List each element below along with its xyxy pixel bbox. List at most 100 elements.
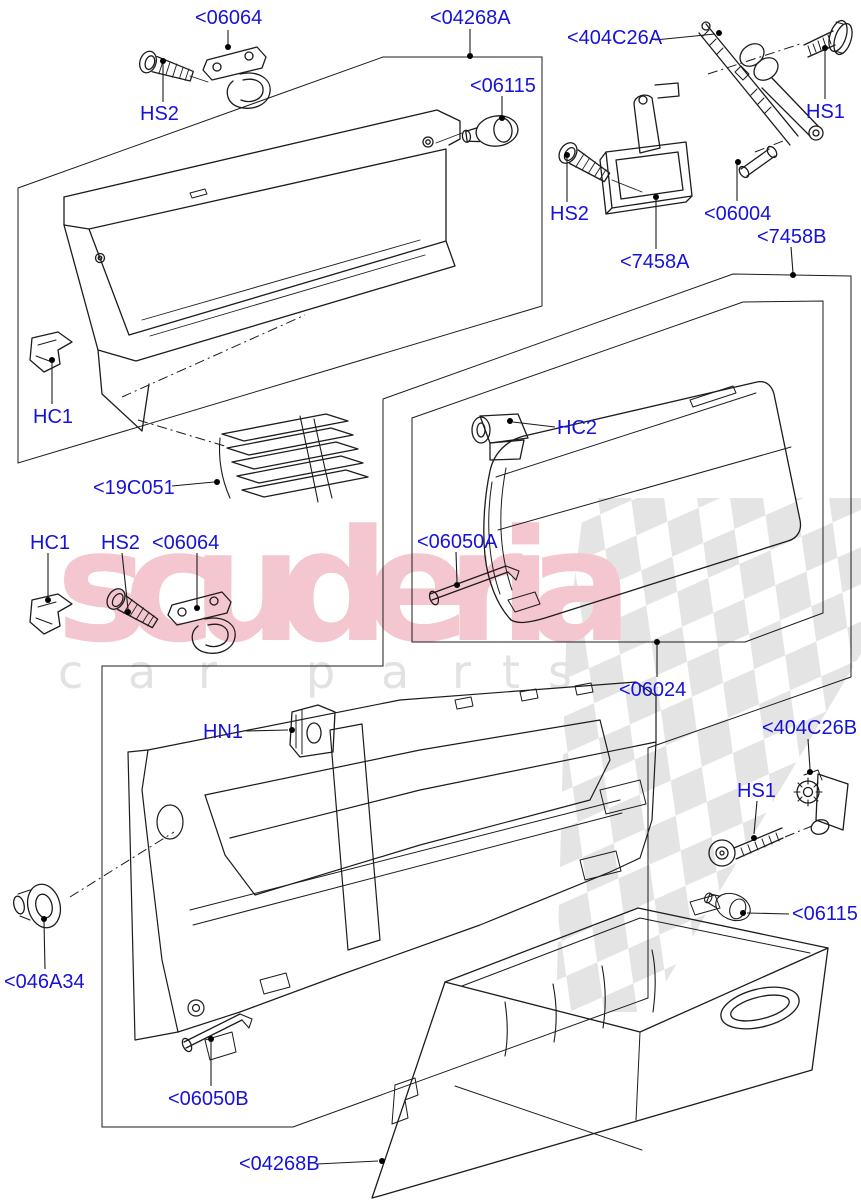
leader-dot-7458b <box>790 272 796 278</box>
tagline-letter: a <box>128 645 156 699</box>
leader-dot-hs2-mid <box>564 152 570 158</box>
leader-line-06050a <box>455 551 458 583</box>
leader-dot-hn1 <box>289 727 295 733</box>
brand-watermark: scuderia <box>56 496 621 677</box>
part-label-046a34[interactable]: <046A34 <box>4 971 85 993</box>
part-label-hs2-top[interactable]: HS2 <box>140 103 179 125</box>
leader-line-046a34 <box>43 921 46 970</box>
leader-dot-404c26b <box>807 769 813 775</box>
leader-line-19c051 <box>171 481 215 487</box>
leader-dot-046a34 <box>41 916 47 922</box>
leader-dot-hc2 <box>507 418 513 424</box>
tagline-letter: t <box>502 645 520 699</box>
part-latch-plate-7458a <box>599 82 693 215</box>
tagline-letter: s <box>548 645 572 699</box>
part-label-7458b[interactable]: <7458B <box>757 226 827 248</box>
part-screw-hs2-mid <box>558 142 611 183</box>
part-bumper-06115-top <box>461 115 519 147</box>
part-label-06115-low[interactable]: <06115 <box>792 903 858 925</box>
tagline-letter: r <box>452 645 471 699</box>
leader-line-hn1 <box>245 729 289 732</box>
part-hinge-gear-404c26b <box>793 769 849 835</box>
leader-lines <box>41 29 828 1165</box>
part-upper-housing <box>63 109 463 432</box>
part-label-19c051[interactable]: <19C051 <box>93 477 175 499</box>
part-clip-hc1-low <box>29 593 73 635</box>
part-label-06064-top[interactable]: <06064 <box>195 7 263 29</box>
leader-dot-19c051 <box>214 479 220 485</box>
leader-dot-06004 <box>735 159 741 165</box>
part-frame-assembly <box>127 681 657 1061</box>
part-hinge-rod-06050a <box>428 565 520 606</box>
leader-dot-04268a <box>467 53 473 59</box>
leader-dot-06024 <box>654 639 660 645</box>
part-screw-hs2-top <box>139 50 194 82</box>
leader-dot-06050b <box>208 1036 214 1042</box>
leader-line-404c26b <box>807 738 811 770</box>
box-door-assembly <box>411 300 824 643</box>
part-clip-hc1-top <box>29 331 73 373</box>
leader-dot-404c26a <box>716 30 722 36</box>
part-label-hs1-low[interactable]: HS1 <box>737 780 776 802</box>
leader-dot-hs1-top <box>822 45 828 51</box>
leader-dot-04268b <box>379 1158 385 1164</box>
part-unut-hn1 <box>289 704 336 758</box>
tagline-letter: a <box>381 645 409 699</box>
part-screw-hs1-top <box>803 19 853 58</box>
part-label-hs2-low[interactable]: HS2 <box>101 532 140 554</box>
part-label-04268b[interactable]: <04268B <box>239 1153 320 1175</box>
part-label-hc1-low[interactable]: HC1 <box>30 532 71 554</box>
tagline-letter: c <box>58 645 83 699</box>
leader-dot-06064-low <box>194 605 200 611</box>
part-damper-stack-19c051 <box>218 413 369 503</box>
leader-line-04268b <box>316 1160 379 1165</box>
part-label-hs2-mid[interactable]: HS2 <box>550 203 589 225</box>
part-pin-06004 <box>738 145 778 179</box>
part-label-hn1[interactable]: HN1 <box>203 721 244 743</box>
part-label-06004[interactable]: <06004 <box>704 203 772 225</box>
part-label-7458a[interactable]: <7458A <box>620 251 690 273</box>
leader-line-hs2-low <box>121 552 129 610</box>
part-label-04268a[interactable]: <04268A <box>430 7 511 29</box>
part-label-404c26b[interactable]: <404C26B <box>762 717 858 739</box>
part-hinge-arm-404c26a <box>698 21 824 146</box>
leader-dot-hs2-top <box>160 58 166 64</box>
part-label-06115-top[interactable]: <06115 <box>470 75 536 97</box>
part-hinge-rod-06050b <box>181 1013 253 1053</box>
assembly-lines <box>189 75 643 193</box>
part-label-06024[interactable]: <06024 <box>619 679 687 701</box>
part-label-hs1-top[interactable]: HS1 <box>806 101 845 123</box>
tagline-letter: r <box>198 645 217 699</box>
leader-dot-7458a <box>653 194 659 200</box>
part-label-hc2[interactable]: HC2 <box>557 417 598 439</box>
part-label-06050a[interactable]: <06050A <box>417 531 498 553</box>
leader-dot-06050a <box>454 582 460 588</box>
leader-dot-hc1-low <box>45 597 51 603</box>
part-latch-striker-top <box>202 46 271 109</box>
part-glovebox-tray <box>371 894 829 1199</box>
leader-dot-06115-low <box>740 910 746 916</box>
leader-dot-06064-top <box>225 44 231 50</box>
part-screw-hs1-low <box>708 827 784 867</box>
box-lower-assembly <box>101 273 852 1128</box>
part-damper-046a34 <box>13 883 62 929</box>
diagram-boxes <box>17 43 852 1128</box>
part-label-404c26a[interactable]: <404C26A <box>567 27 663 49</box>
leader-line-hs1-low <box>753 800 758 835</box>
part-label-hc1-top[interactable]: HC1 <box>33 406 74 428</box>
leader-line-06115-low <box>746 912 790 915</box>
part-label-06064-low[interactable]: <06064 <box>152 532 220 554</box>
checker-flag-watermark <box>556 498 861 1012</box>
leader-line-404c26a <box>654 33 716 41</box>
part-label-06050b[interactable]: <06050B <box>168 1088 249 1110</box>
box-upper-assembly <box>17 56 543 464</box>
tagline-letter: p <box>306 645 335 699</box>
leader-dot-hs2-low <box>125 609 131 615</box>
leader-dot-hs1-low <box>751 835 757 841</box>
part-latch-striker-low <box>167 591 236 654</box>
part-drawings <box>13 19 853 1199</box>
